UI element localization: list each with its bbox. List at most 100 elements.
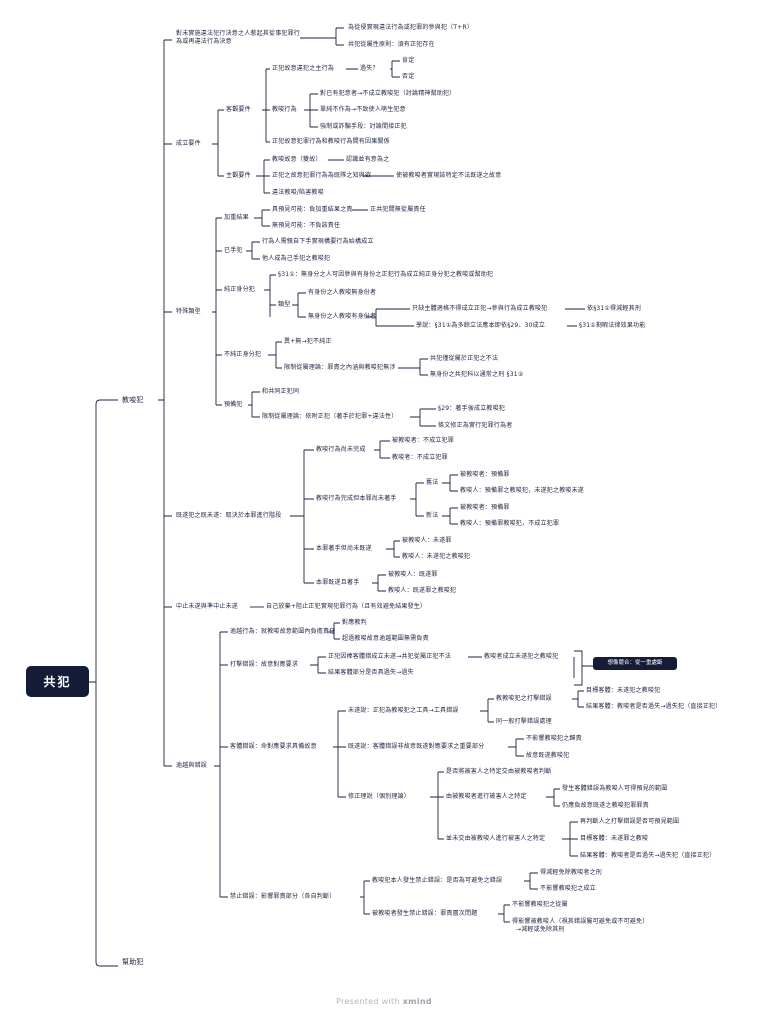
topic-revised-x2b[interactable]: 仍應負故意既遂之教唆犯罪罪責: [562, 802, 649, 809]
topic-old-law-a[interactable]: 被教唆者：預備罪: [460, 471, 510, 478]
topic-aberratio-d1[interactable]: 正犯因棒客體錯成立未遂→共犯從屬正犯不法: [328, 653, 452, 660]
topic-definition-a1[interactable]: 為從侵實現違法行為或犯罪的參與犯（T+R）: [348, 24, 474, 31]
topic-instigation-act[interactable]: 教唆行為: [272, 106, 297, 113]
topic-prohibition-jz1a[interactable]: 得減輕免除教唆者之刑: [540, 869, 603, 876]
topic-requirements[interactable]: 成立要件: [176, 140, 201, 147]
topic-excess[interactable]: 逾越行為：就教唆故意範圍內負擔責任: [230, 628, 336, 635]
topic-preparatory-yb1[interactable]: 和共同正犯同: [262, 388, 300, 395]
topic-revised-x3b[interactable]: 目標客體：未遂罪之教唆: [580, 835, 649, 842]
topic-new-law-b[interactable]: 教唆人：預備罪教唆犯，不成立犯罪: [460, 520, 560, 527]
topic-affirm[interactable]: 肯定: [402, 57, 415, 64]
topic-types[interactable]: 類型: [278, 301, 291, 308]
topic-completion-g4[interactable]: 本罪既遂且著手: [316, 579, 360, 586]
branch-jiaosuo[interactable]: 教唆犯: [122, 396, 144, 404]
topic-types-l2a2[interactable]: 依§31①得減輕其刑: [587, 305, 642, 312]
topic-prohibition-jz1[interactable]: 教唆犯本人發生禁止錯誤：是否為可避免之錯誤: [372, 877, 503, 884]
topic-old-law[interactable]: 舊法: [426, 479, 439, 486]
topic-revised-x3[interactable]: 並未交由被教唆人進行被害人之特定: [446, 835, 546, 842]
topic-impure-b2b[interactable]: 無身份之共犯科以通常之刑 §31②: [430, 371, 524, 378]
topic-revised-theory[interactable]: 修正理說（個別理論）: [348, 793, 411, 800]
topic-subjective-z1[interactable]: 教唆故意（雙故）: [272, 156, 322, 163]
topic-prohibition-jz2c[interactable]: →減輕或免除其刑: [516, 926, 565, 933]
topic-impure-b1[interactable]: 異+無→犯不純正: [284, 338, 332, 345]
topic-aggravated-j1b[interactable]: 正共犯間無從屬責任: [370, 206, 426, 213]
topic-completion-g3a[interactable]: 被教唆人：未遂罪: [402, 537, 452, 544]
topic-definition[interactable]: 對未實施違法犯行決意之人惹起其從事犯罪行為或再違法行為決意: [176, 30, 301, 45]
topic-withdrawal[interactable]: 中止未遂與準中止未遂: [176, 603, 239, 610]
topic-attempt-theory-1[interactable]: 教教唆犯之打擊錯誤: [496, 695, 552, 702]
topic-completion-g3b[interactable]: 教唆人：未遂犯之教唆犯: [402, 553, 471, 560]
topic-attempt-theory-1a[interactable]: 目標客體：未遂犯之教唆犯: [586, 687, 661, 694]
topic-revised-x2[interactable]: 由被教唆者進行被害人之特定: [446, 793, 527, 800]
topic-deny[interactable]: 否定: [402, 73, 415, 80]
topic-subjective-z2b[interactable]: 使被教唆者實現該特定不法既遂之故意: [396, 172, 502, 179]
topic-completion-g4a[interactable]: 被教唆人：既遂罪: [388, 571, 438, 578]
topic-types-l1[interactable]: 有身份之人教唆無身份者: [308, 289, 377, 296]
topic-own-hand-y2[interactable]: 他人成為己手犯之教唆犯: [262, 255, 331, 262]
topic-completion-g1[interactable]: 教唆行為尚未完成: [316, 446, 366, 453]
topic-object-error[interactable]: 客體錯誤：命對應要求具備故意: [230, 743, 317, 750]
topic-prohibition-error[interactable]: 禁止錯誤：影響罪責部分（各自判斷）: [230, 893, 336, 900]
topic-prohibition-jz2a[interactable]: 不影響教唆犯之從屬: [512, 901, 568, 908]
topic-aberratio-d2[interactable]: 結果客體部分是否具過失→過失: [328, 669, 414, 676]
topic-revised-x3a[interactable]: 再判斷人之打擊錯誤是否可預見範圍: [580, 818, 680, 825]
topic-negligence[interactable]: 過失？: [360, 65, 379, 72]
topic-definition-a2[interactable]: 共犯從屬性原則：須有正犯存在: [348, 41, 435, 48]
branch-bangzhu[interactable]: 幫助犯: [122, 958, 144, 966]
topic-revised-x1[interactable]: 是否將被害人之特定交由被教唆者判斷: [446, 768, 552, 775]
topic-types-l2[interactable]: 無身份之人教唆有身份者: [308, 313, 377, 320]
topic-aberratio[interactable]: 打擊錯誤：故意對應要求: [230, 661, 299, 668]
topic-types-l2a[interactable]: 只缺主體適格不得成立正犯→參與行為成立教唆犯: [412, 305, 548, 312]
topic-causation[interactable]: 正犯故意犯罪行為和教唆行為間有因果關係: [272, 138, 390, 145]
topic-completion-theory-2[interactable]: 故意既遂教唆犯: [526, 752, 570, 759]
topic-types-l2b2[interactable]: §31①剩暇法律效果功能: [579, 322, 646, 329]
central-topic[interactable]: 共犯: [26, 666, 89, 697]
topic-withdrawal-t1[interactable]: 自己放棄+阻止正犯實現犯罪行為（且有效避免結果發生）: [266, 603, 427, 610]
topic-aggravated-result[interactable]: 加重結果: [224, 214, 249, 221]
topic-preparatory-yb2[interactable]: 限制從屬理論：依附正犯（著手於犯罪+違法性）: [262, 413, 398, 420]
topic-instigation-x3[interactable]: 強制或詐騙手段：討論間接正犯: [320, 123, 407, 130]
topic-attempt-theory-2[interactable]: 同一般打擊錯誤處理: [496, 718, 552, 725]
topic-revised-x2a[interactable]: 發生客體錯誤為教唆人可得預見的範圍: [562, 785, 668, 792]
topic-subjective-z3[interactable]: 違法教唆/陷害教唆: [272, 189, 324, 196]
topic-completion-g3[interactable]: 本罪著手但尚未既遂: [316, 545, 372, 552]
topic-completion-g4b[interactable]: 教唆人：既遂罪之教唆犯: [388, 587, 457, 594]
topic-completion-g1a[interactable]: 被教唆者：不成立犯罪: [392, 437, 455, 444]
topic-attempt-theory[interactable]: 未遂說：正犯為教唆犯之工具→工具錯誤: [348, 707, 459, 714]
topic-aggravated-j1[interactable]: 具預見可能：負加重結果之責: [272, 206, 353, 213]
topic-prohibition-jz1b[interactable]: 不影響教唆犯之成立: [540, 885, 596, 892]
topic-subjective-z2[interactable]: 正犯之故意犯罪行為為既隊之知與欲: [272, 172, 372, 179]
topic-old-law-b[interactable]: 教唆人：預備罪之教唆犯，未遂犯之教唆未遂: [460, 487, 585, 494]
topic-completion-g1b[interactable]: 教唆者：不成立犯罪: [392, 454, 448, 461]
topic-impure-b2[interactable]: 限制從屬理論：罪責之內涵與教唆犯無涉: [284, 364, 396, 371]
topic-excess-2[interactable]: 超過教唆故意逾越範圍無需負責: [342, 635, 429, 642]
topic-preparatory-yb2b[interactable]: 條文修正為實行犯罪行為者: [438, 422, 513, 429]
topic-excess-error[interactable]: 逾越與錯誤: [176, 762, 208, 769]
topic-revised-x3c[interactable]: 結果客體：教唆者是否過失→過失犯（直接正犯）: [580, 852, 716, 859]
topic-pure-status[interactable]: 純正身分犯: [224, 286, 256, 293]
topic-completion-g2[interactable]: 教唆行為完成但本罪尚未著手: [316, 495, 397, 502]
topic-excess-1[interactable]: 對應教判: [342, 619, 367, 626]
topic-new-law-a[interactable]: 被教唆者：預備罪: [460, 504, 510, 511]
topic-objective[interactable]: 客觀要件: [226, 106, 251, 113]
topic-completion[interactable]: 既遂犯之既未遂：取決於本罪進行階段: [176, 512, 282, 519]
topic-preparatory[interactable]: 預備犯: [224, 401, 243, 408]
topic-attempt-theory-1b[interactable]: 結果客體：教唆者是否過失→過失犯（直接正犯）: [586, 703, 722, 710]
topic-completion-theory-1[interactable]: 不影響教唆犯之歸責: [526, 735, 582, 742]
topic-own-hand-y1[interactable]: 行為人需親自下手實現構要行為始構成立: [262, 238, 374, 245]
topic-types-l2b[interactable]: 學說：§31①為多餘立法應本即依§29、30成立: [416, 322, 546, 329]
topic-new-law[interactable]: 新法: [426, 512, 439, 519]
topic-impure-b2a[interactable]: 共犯僅從屬於正犯之不法: [430, 355, 499, 362]
topic-aggravated-j2[interactable]: 無預見可能：不負該責任: [272, 222, 341, 229]
topic-instigation-x1[interactable]: 對已有犯意者→不成立教唆犯（討論精神幫助犯）: [320, 90, 456, 97]
topic-preparatory-yb2a[interactable]: §29：著手後成立教唆犯: [438, 405, 506, 412]
topic-own-hand[interactable]: 已手犯: [224, 247, 243, 254]
topic-instigation-x2[interactable]: 單純不作為→不致使人萌生犯意: [320, 106, 406, 113]
summary-label-concurrence[interactable]: 想像競合：從一重處斷: [593, 657, 677, 670]
topic-subjective-z1b[interactable]: 認識並有意為之: [346, 156, 390, 163]
topic-principal-act[interactable]: 正犯故意違犯之主行為: [272, 65, 335, 72]
topic-prohibition-jz2b[interactable]: 得影響被教唆人（視其錯誤屬可避免或不可避免）: [512, 918, 649, 925]
topic-impure-status[interactable]: 不純正身分犯: [224, 351, 262, 358]
topic-pure-status-c1[interactable]: §31①：無身分之人可因參與有身份之正犯行為成立純正身分犯之教唆或幫助犯: [278, 271, 494, 278]
topic-subjective[interactable]: 主觀要件: [226, 172, 251, 179]
